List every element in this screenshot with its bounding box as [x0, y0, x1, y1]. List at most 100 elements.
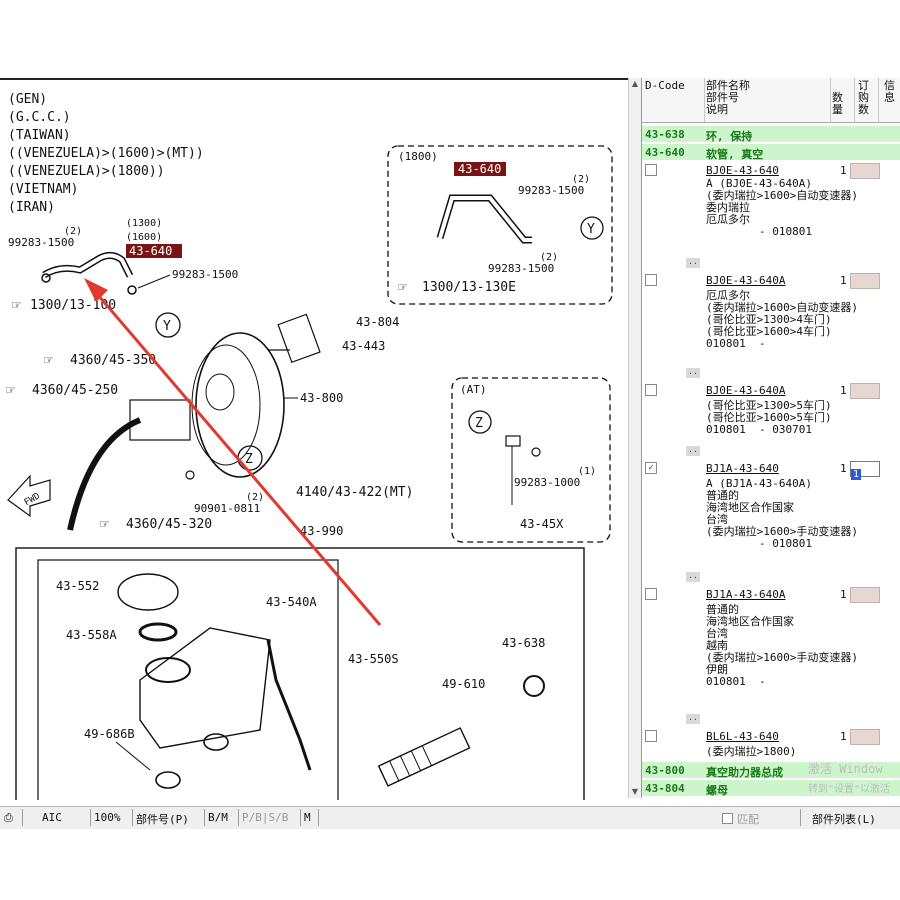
m-button[interactable]: M: [304, 811, 311, 824]
box-clamp-b[interactable]: 99283-1500: [488, 262, 554, 275]
part-qty: 1: [840, 462, 847, 475]
nut: [185, 470, 195, 480]
ref-4360-a[interactable]: 4360/45-350: [70, 353, 156, 368]
master-cylinder[interactable]: [129, 399, 191, 441]
parts-list-pane[interactable]: D-Code 部件名称 部件号 说明 数 量 订 购 数 信 息 43-638 …: [641, 78, 900, 798]
vacuum-booster[interactable]: [195, 332, 285, 478]
part-number-button[interactable]: 部件号(P): [136, 813, 189, 826]
expand-button[interactable]: ..: [686, 572, 700, 582]
callout-1600-top: (1600): [126, 232, 162, 243]
part-code[interactable]: BJ1A-43-640A: [706, 588, 786, 601]
bm-button[interactable]: B/M: [208, 811, 228, 824]
row-checkbox-checked[interactable]: ✓: [645, 462, 657, 474]
market-venezuela-1600: ((VENEZUELA)>(1600)>(MT)): [8, 146, 204, 161]
reservoir-body[interactable]: [139, 627, 271, 749]
parts-list-button[interactable]: 部件列表(L): [812, 813, 876, 826]
scroll-down-icon[interactable]: ▼: [631, 787, 639, 796]
detail-box-1800: [387, 145, 613, 305]
col-info[interactable]: 信 息: [884, 79, 895, 104]
col-name[interactable]: 部件名称 部件号 说明: [706, 79, 750, 116]
at-clamp-qty: (1): [578, 466, 596, 477]
callout-1300-top: (1300): [126, 218, 162, 229]
group-row-43-640[interactable]: 43-640 软管, 真空: [642, 144, 900, 161]
order-qty-input[interactable]: [850, 587, 880, 603]
callout-49-610[interactable]: 49-610: [442, 677, 485, 691]
group-row-43-804[interactable]: 43-804 螺母: [642, 780, 900, 797]
order-qty-input[interactable]: [850, 729, 880, 745]
expand-button[interactable]: ..: [686, 368, 700, 378]
col-qty[interactable]: 数 量: [832, 91, 843, 116]
part-description: (哥伦比亚>1300>5车门) (哥伦比亚>1600>5车门) 010801 -…: [706, 399, 832, 436]
callout-49-686b[interactable]: 49-686B: [84, 727, 135, 741]
group-row-43-800[interactable]: 43-800 真空助力器总成: [642, 762, 900, 779]
ref-1300-left[interactable]: 1300/13-100: [30, 298, 116, 313]
row-checkbox[interactable]: [645, 384, 657, 396]
at-circle-z: Z: [475, 416, 483, 431]
callout-43-550s[interactable]: 43-550S: [348, 652, 399, 666]
row-checkbox[interactable]: [645, 588, 657, 600]
box-clamp-a[interactable]: 99283-1500: [518, 184, 584, 197]
order-qty-input[interactable]: [850, 273, 880, 289]
circle-y-marker: [155, 312, 181, 338]
pb-sb-button[interactable]: P/B|S/B: [242, 811, 289, 824]
at-hose[interactable]: [505, 435, 521, 447]
expand-button[interactable]: ..: [686, 258, 700, 268]
part-code[interactable]: BJ1A-43-640: [706, 462, 779, 475]
printer-icon[interactable]: ⎙: [4, 811, 13, 824]
order-qty-input[interactable]: [850, 163, 880, 179]
status-mode: AIC: [42, 811, 62, 824]
part-description: A (BJ0E-43-640A) (委内瑞拉>1600>自动变速器) 委内瑞拉 …: [706, 177, 858, 238]
callout-43-640-highlight[interactable]: 43-640: [129, 244, 172, 258]
order-qty-input[interactable]: [850, 383, 880, 399]
callout-clamp-mid[interactable]: 99283-1500: [172, 268, 238, 281]
exploded-diagram[interactable]: (GEN) (G.C.C.) (TAIWAN) ((VENEZUELA)>(16…: [0, 80, 628, 800]
expand-button[interactable]: ..: [686, 446, 700, 456]
callout-43-638[interactable]: 43-638: [502, 636, 545, 650]
callout-clamp-left[interactable]: 99283-1500: [8, 236, 74, 249]
row-checkbox[interactable]: [645, 164, 657, 176]
clamp-left: [41, 273, 51, 283]
callout-43-540a[interactable]: 43-540A: [266, 595, 317, 609]
col-order[interactable]: 订 购 数: [858, 79, 869, 116]
ref-4360-c[interactable]: 4360/45-320: [126, 517, 212, 532]
expand-button[interactable]: ..: [686, 714, 700, 724]
part-code[interactable]: BJ0E-43-640A: [706, 384, 786, 397]
ref-4360-b[interactable]: 4360/45-250: [32, 383, 118, 398]
callout-43-804[interactable]: 43-804: [356, 315, 399, 329]
callout-43-443[interactable]: 43-443: [342, 339, 385, 353]
part-code[interactable]: BJ0E-43-640A: [706, 274, 786, 287]
parts-diagram-pane[interactable]: (GEN) (G.C.C.) (TAIWAN) ((VENEZUELA)>(16…: [0, 78, 628, 800]
callout-43-640-box[interactable]: 43-640: [458, 162, 501, 176]
part-code[interactable]: BL6L-43-640: [706, 730, 779, 743]
status-zoom[interactable]: 100%: [94, 811, 121, 824]
retaining-ring[interactable]: [523, 675, 545, 697]
callout-43-990[interactable]: 43-990: [300, 524, 343, 538]
brake-pipe: [67, 417, 142, 531]
scroll-up-icon[interactable]: ▲: [631, 79, 639, 88]
fwd-arrow-icon: [7, 474, 51, 518]
callout-90901-0811[interactable]: 90901-0811: [194, 502, 260, 515]
callout-43-800[interactable]: 43-800: [300, 391, 343, 405]
ref-4140[interactable]: 4140/43-422(MT): [296, 485, 413, 500]
piston-kit[interactable]: [377, 727, 471, 787]
part-description: 厄瓜多尔 (委内瑞拉>1600>自动变速器) (哥伦比亚>1300>4车门) (…: [706, 289, 858, 350]
diagram-scrollbar[interactable]: ▲ ▼: [628, 78, 641, 798]
part-qty: 1: [840, 588, 847, 601]
reservoir-hose[interactable]: [266, 639, 312, 771]
box-ref-1300[interactable]: 1300/13-130E: [422, 280, 516, 295]
col-dcode[interactable]: D-Code: [645, 79, 685, 92]
row-checkbox[interactable]: [645, 730, 657, 742]
callout-43-558a[interactable]: 43-558A: [66, 628, 117, 642]
at-hose-callout[interactable]: 43-45X: [520, 517, 564, 531]
group-row-43-638[interactable]: 43-638 环, 保持: [642, 126, 900, 143]
part-code[interactable]: BJ0E-43-640: [706, 164, 779, 177]
callout-43-552[interactable]: 43-552: [56, 579, 99, 593]
gasket[interactable]: [277, 313, 321, 364]
order-qty-input[interactable]: 1: [850, 461, 880, 480]
at-clamp[interactable]: 99283-1000: [514, 476, 580, 489]
box-circle-y: Y: [587, 222, 595, 237]
row-checkbox[interactable]: [645, 274, 657, 286]
cap-seal[interactable]: [138, 622, 178, 642]
match-checkbox[interactable]: 匹配: [722, 811, 759, 827]
reservoir-cap[interactable]: [117, 573, 179, 611]
